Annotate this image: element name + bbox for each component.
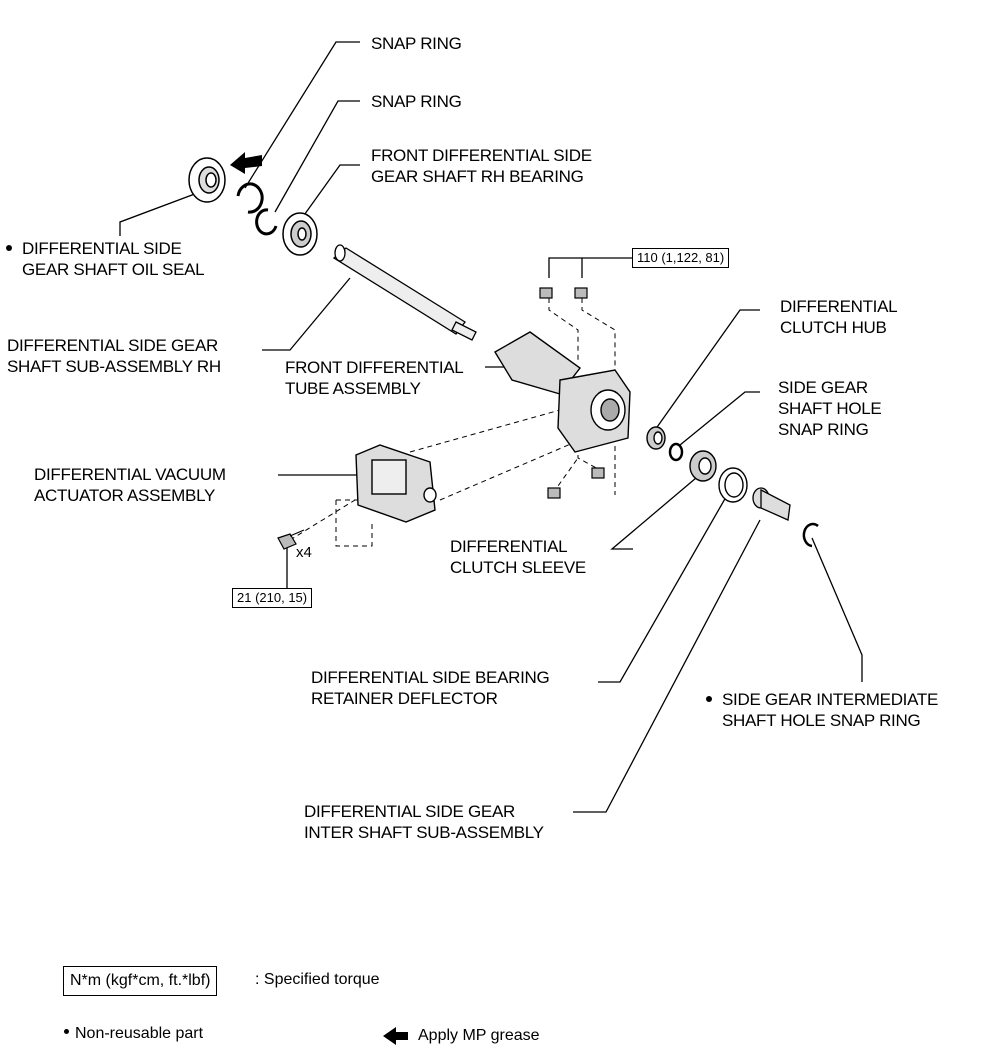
bearing-part (282, 212, 318, 256)
snap-ring-1-part (236, 182, 264, 214)
leader-snap-ring-2 (274, 100, 360, 213)
legend-non-reusable: Non-reusable part (64, 1025, 203, 1043)
leader-bearing (301, 164, 360, 219)
leader-oil-seal (119, 191, 201, 236)
leader-shaft-rh (262, 277, 351, 351)
torque-tube-bolts: 110 (1,122, 81) (632, 248, 730, 268)
label-snap-ring-1: SNAP RING (371, 34, 462, 53)
clutch-sleeve-part (689, 450, 717, 482)
legend-torque-unit: N*m (kgf*cm, ft.*lbf) (63, 966, 218, 996)
legend-mp-grease: Apply MP grease (418, 1027, 540, 1044)
oil-seal-part (188, 157, 226, 203)
inter-shaft-part (752, 487, 791, 521)
non-reusable-bullet-icon (64, 1029, 69, 1035)
leader-inter-shaft (573, 519, 761, 813)
leader-intermediate-snap (811, 537, 863, 682)
torque-actuator-bolts: 21 (210, 15) (232, 588, 313, 608)
shaft-hole-snap-part (668, 442, 684, 462)
snap-ring-2-part (255, 208, 278, 236)
leader-snap-ring-1 (244, 41, 360, 189)
label-snap-ring-2: SNAP RING (371, 92, 462, 111)
leader-clutch-hub (654, 309, 760, 431)
deflector-part (718, 467, 748, 503)
label-intermediate-snap: SIDE GEAR INTERMEDIATE SHAFT HOLE SNAP R… (706, 689, 938, 731)
shaft-rh-part (332, 244, 477, 341)
tube-assembly-part (494, 331, 631, 453)
non-reusable-bullet-icon (6, 244, 12, 251)
leader-shaft-hole-snap (679, 391, 760, 446)
bolt-quantity: x4 (296, 544, 312, 561)
vacuum-actuator-part (355, 444, 437, 523)
tube-bolts (539, 287, 605, 499)
intermediate-snap-part (802, 522, 819, 548)
label-oil-seal: DIFFERENTIAL SIDE GEAR SHAFT OIL SEAL (6, 238, 205, 280)
actuator-bolt (277, 529, 305, 550)
legend-grease-arrow-icon (383, 1027, 408, 1045)
leader-torque-tube (548, 257, 632, 278)
legend-torque-desc: : Specified torque (255, 971, 380, 988)
grease-arrow (230, 152, 262, 174)
leader-deflector (598, 489, 731, 683)
leader-clutch-sleeve (610, 477, 697, 550)
non-reusable-bullet-icon (706, 695, 712, 702)
clutch-hub-part (646, 426, 666, 450)
